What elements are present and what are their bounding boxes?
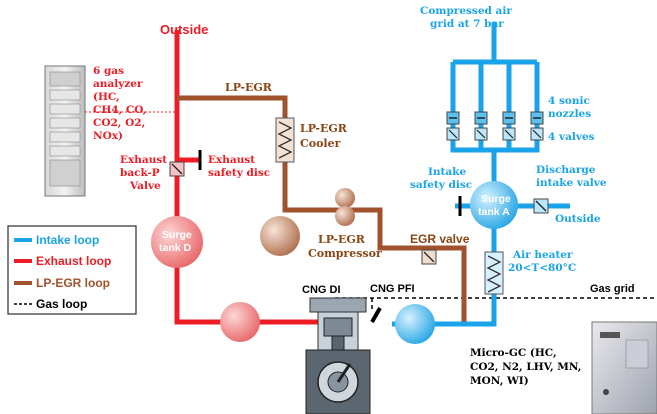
air-heater bbox=[484, 251, 504, 295]
label-lp-egr: LP-EGR bbox=[225, 81, 273, 94]
label-outside-right: Outside bbox=[555, 213, 601, 225]
exhaust-chamber bbox=[220, 302, 260, 342]
surge-tank-a bbox=[470, 181, 518, 229]
label-surge-d-2: tank D bbox=[159, 242, 192, 254]
micro-gc-device bbox=[591, 321, 657, 414]
label-analyzer-2: analyzer bbox=[93, 78, 143, 90]
egr-valve bbox=[421, 249, 437, 265]
surge-tank-d bbox=[151, 216, 203, 268]
label-analyzer-1: 6 gas bbox=[93, 65, 124, 77]
label-discharge-2: intake valve bbox=[536, 177, 607, 189]
legend: Intake loop Exhaust loop LP-EGR loop Gas… bbox=[7, 225, 137, 315]
label-outside-top: Outside bbox=[160, 22, 208, 37]
legend-label-intake: Intake loop bbox=[36, 233, 99, 247]
gas-analyzer-cabinet bbox=[44, 65, 177, 197]
label-intake-safety-2: safety disc bbox=[410, 179, 472, 191]
egr-tank bbox=[260, 216, 300, 256]
exhaust-backp-valve bbox=[169, 161, 185, 177]
label-sonic-nozzles-1: 4 sonic bbox=[548, 95, 590, 107]
label-gas-grid: Gas grid bbox=[590, 283, 635, 295]
label-analyzer-3: (HC, bbox=[93, 91, 120, 103]
exhaust-loop bbox=[174, 30, 330, 325]
label-sonic-nozzles-2: nozzles bbox=[548, 108, 591, 120]
label-surge-a-1: Surge bbox=[481, 193, 511, 205]
lp-egr-loop bbox=[177, 95, 467, 324]
label-analyzer-5: CO2, O2, bbox=[93, 117, 145, 129]
label-backp-3: Valve bbox=[129, 180, 161, 192]
label-micro-gc-1: Micro-GC (HC, bbox=[470, 347, 557, 359]
label-analyzer-6: NOx) bbox=[93, 130, 123, 142]
label-micro-gc-2: CO2, N2, LHV, MN, bbox=[470, 361, 581, 373]
legend-label-exhaust: Exhaust loop bbox=[36, 254, 111, 268]
label-analyzer-4: CH4, CO, bbox=[93, 104, 146, 116]
label-surge-d-1: Surge bbox=[162, 229, 192, 241]
label-exh-safety-2: safety disc bbox=[208, 167, 270, 179]
discharge-intake-valve bbox=[533, 198, 549, 214]
label-egr-valve: EGR valve bbox=[410, 232, 470, 246]
legend-label-gas: Gas loop bbox=[36, 297, 87, 311]
label-backp-2: back-P bbox=[120, 167, 160, 179]
intake-valves bbox=[446, 127, 544, 141]
label-compressor-1: LP-EGR bbox=[318, 233, 366, 246]
engine bbox=[305, 297, 382, 414]
label-compressed-air-1: Compressed air bbox=[420, 5, 512, 17]
label-discharge-1: Discharge bbox=[536, 164, 596, 176]
label-cng-pfi: CNG PFI bbox=[370, 283, 415, 295]
label-four-valves: 4 valves bbox=[548, 131, 595, 143]
lp-egr-cooler bbox=[275, 117, 295, 163]
label-cooler-2: Cooler bbox=[300, 137, 341, 150]
intake-chamber bbox=[395, 304, 435, 344]
label-compressed-air-2: grid at 7 bar bbox=[430, 18, 504, 30]
label-cooler-1: LP-EGR bbox=[300, 122, 348, 135]
sonic-nozzles bbox=[446, 111, 544, 125]
lp-egr-compressor bbox=[335, 188, 355, 226]
label-surge-a-2: tank A bbox=[478, 206, 510, 218]
label-air-heater-1: Air heater bbox=[512, 249, 573, 261]
legend-label-egr: LP-EGR loop bbox=[36, 276, 110, 290]
label-air-heater-2: 20<T<80°C bbox=[508, 262, 576, 274]
label-compressor-2: Compressor bbox=[308, 247, 382, 260]
label-backp-1: Exhaust bbox=[120, 154, 167, 166]
label-intake-safety-1: Intake bbox=[428, 166, 466, 178]
label-exh-safety-1: Exhaust bbox=[208, 154, 255, 166]
label-cng-di: CNG DI bbox=[302, 284, 341, 296]
label-micro-gc-3: MON, WI) bbox=[470, 375, 529, 387]
